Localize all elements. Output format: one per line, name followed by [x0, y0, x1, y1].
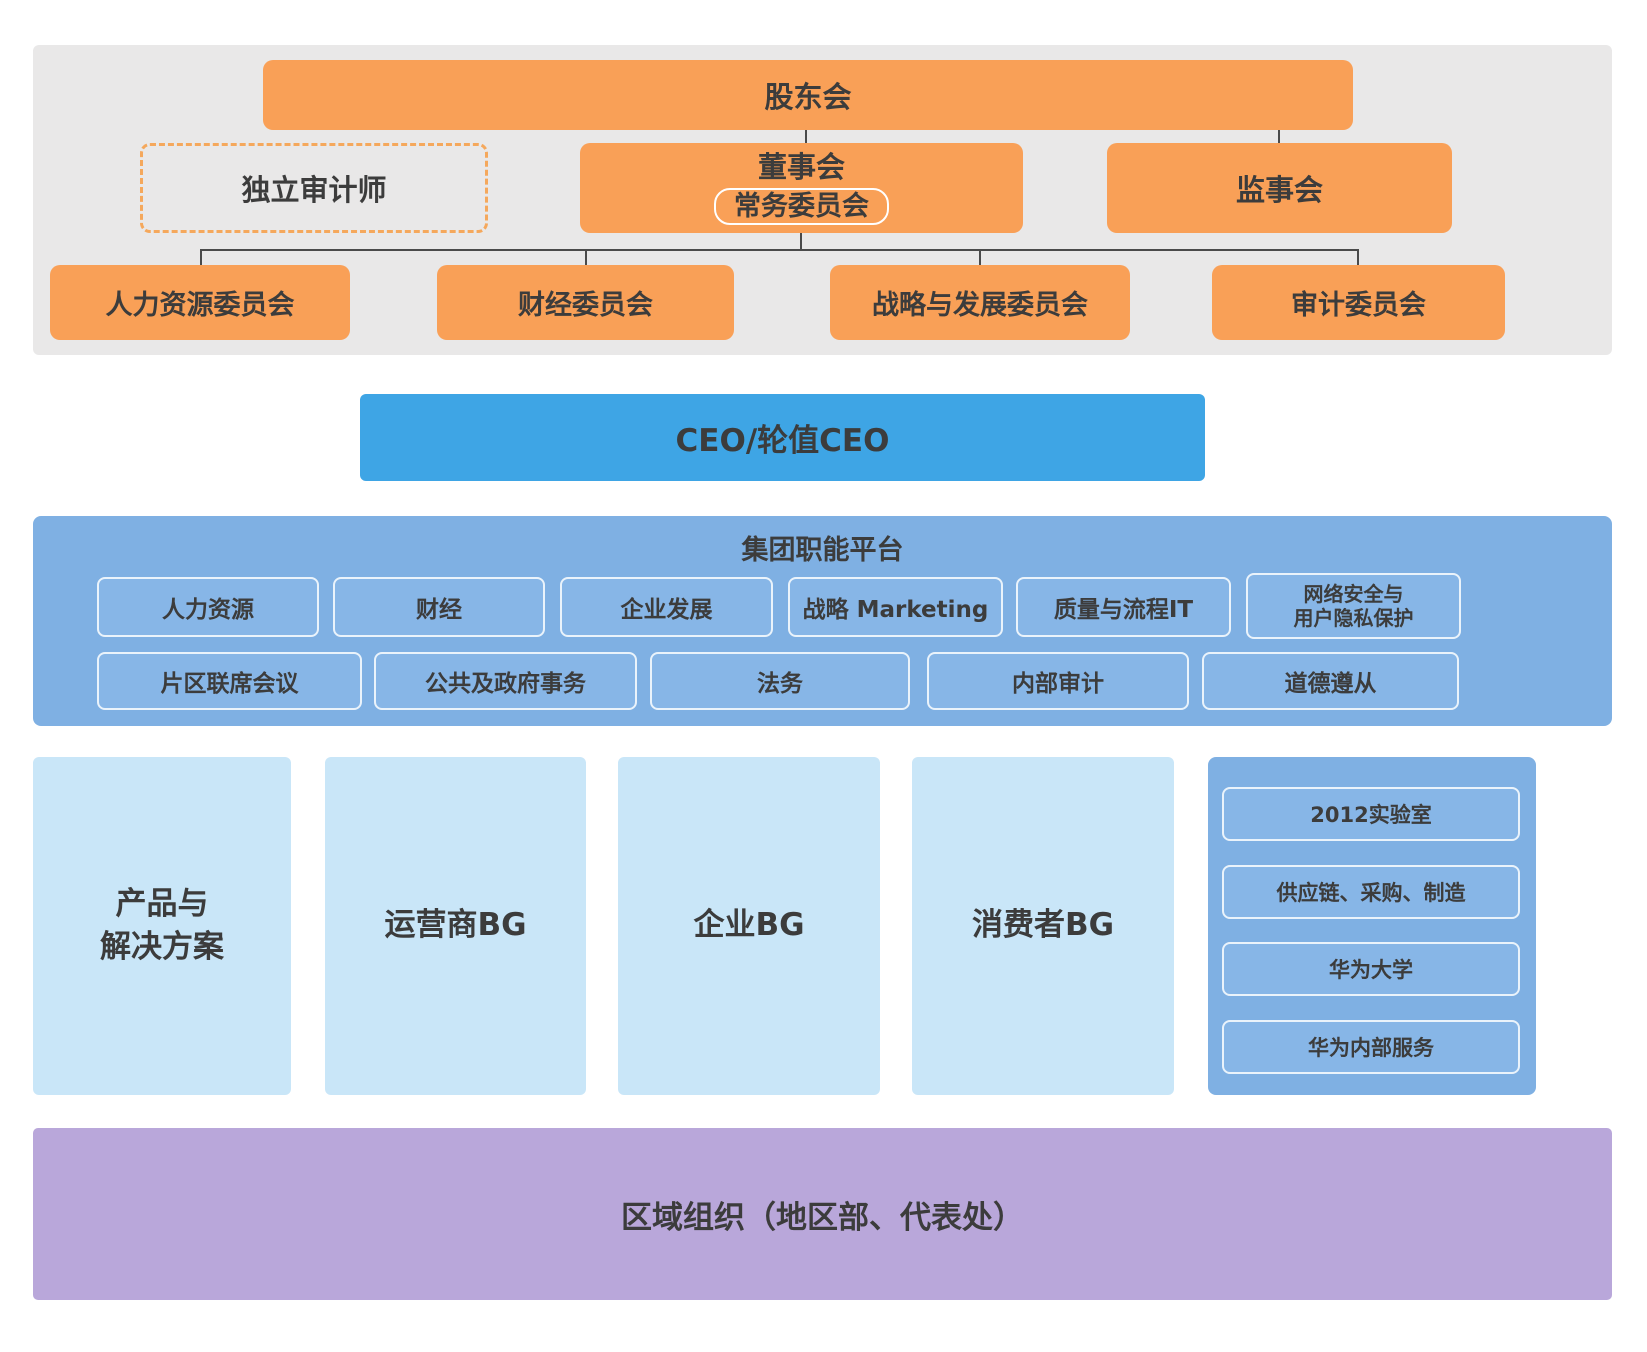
node-cyber-security-privacy: 网络安全与 用户隐私保护: [1246, 573, 1461, 639]
connector-line: [800, 233, 802, 251]
executive-committee-label: 常务委员会: [714, 187, 889, 225]
connector-line: [979, 249, 981, 266]
node-shareholders-meeting: 股东会: [263, 60, 1353, 130]
node-huawei-university: 华为大学: [1222, 942, 1520, 996]
node-regional-joint-meeting: 片区联席会议: [97, 652, 362, 710]
node-supply-chain-procurement-manufacturing: 供应链、采购、制造: [1222, 865, 1520, 919]
connector-line: [585, 249, 587, 266]
node-internal-audit: 内部审计: [927, 652, 1189, 710]
connector-line: [805, 130, 807, 145]
node-strategy-development-committee: 战略与发展委员会: [830, 265, 1130, 340]
node-ethics-compliance: 道德遵从: [1202, 652, 1459, 710]
connector-line: [200, 249, 202, 266]
node-corporate-development: 企业发展: [560, 577, 773, 637]
node-legal-affairs: 法务: [650, 652, 910, 710]
node-public-government-affairs: 公共及政府事务: [374, 652, 637, 710]
node-carrier-bg: 运营商BG: [325, 757, 586, 1095]
connector-line: [1357, 249, 1359, 266]
node-consumer-bg: 消费者BG: [912, 757, 1174, 1095]
node-enterprise-bg: 企业BG: [618, 757, 880, 1095]
node-finance: 财经: [333, 577, 545, 637]
node-2012-laboratories: 2012实验室: [1222, 787, 1520, 841]
node-hr-committee: 人力资源委员会: [50, 265, 350, 340]
node-independent-auditor: 独立审计师: [140, 143, 488, 233]
node-board-of-directors: 董事会 常务委员会: [580, 143, 1023, 233]
connector-line: [200, 249, 1358, 251]
node-quality-process-it: 质量与流程IT: [1016, 577, 1231, 637]
node-human-resources: 人力资源: [97, 577, 319, 637]
node-huawei-internal-services: 华为内部服务: [1222, 1020, 1520, 1074]
node-strategy-marketing: 战略 Marketing: [788, 577, 1003, 637]
node-products-solutions: 产品与 解决方案: [33, 757, 291, 1095]
connector-line: [1278, 130, 1280, 145]
node-supervisory-board: 监事会: [1107, 143, 1452, 233]
node-finance-committee: 财经委员会: [437, 265, 734, 340]
board-label: 董事会: [757, 150, 845, 185]
node-regional-organizations: 区域组织（地区部、代表处）: [33, 1128, 1612, 1300]
node-audit-committee: 审计委员会: [1212, 265, 1505, 340]
platform-title: 集团职能平台: [741, 535, 904, 566]
node-ceo: CEO/轮值CEO: [360, 394, 1205, 481]
